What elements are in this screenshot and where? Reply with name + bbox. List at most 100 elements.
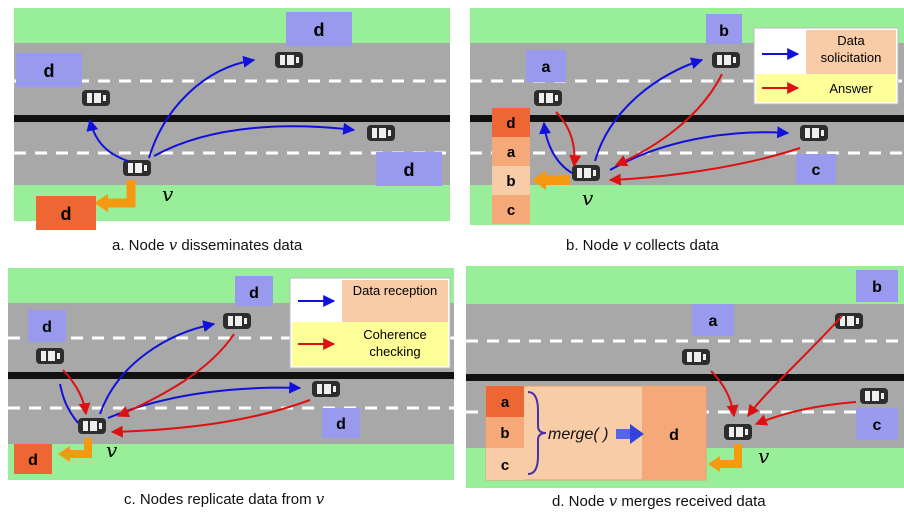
- data-box-label: b: [719, 23, 729, 40]
- stack-label: c: [507, 202, 515, 219]
- blue-arrow: [86, 118, 129, 162]
- red-arrow: [710, 370, 739, 418]
- panel-d: a b c a b c merge( ) d v: [466, 266, 904, 488]
- panel-a-diagram: d d d d v: [14, 8, 450, 230]
- data-box: [286, 12, 352, 46]
- data-box-label: d: [44, 61, 55, 81]
- data-box: [235, 276, 273, 306]
- blue-arrow: [594, 57, 704, 162]
- data-box-a: [526, 50, 566, 82]
- stack-cell: [486, 386, 524, 417]
- panel-c-diagram: d d d d v: [8, 268, 454, 480]
- stack-label: d: [506, 115, 515, 132]
- stack-label: a: [501, 394, 510, 411]
- car-icon: [223, 313, 251, 329]
- grass-bottom: [470, 185, 904, 225]
- panel-a: d d d d v: [14, 8, 450, 233]
- merge-label: merge( ): [548, 426, 608, 443]
- red-arrow: [614, 73, 723, 167]
- orange-arrowhead: [58, 446, 70, 462]
- car-icon: [275, 52, 303, 68]
- car-node-v-icon: [572, 165, 600, 181]
- stack-cell: [492, 108, 530, 137]
- car-icon: [835, 313, 863, 329]
- legend-text-1: Data solicitation: [820, 33, 882, 65]
- data-box-c: [856, 408, 898, 440]
- stack-cell: [486, 417, 524, 448]
- orange-store-arrow: [108, 180, 136, 208]
- car-node-v-icon: [123, 160, 151, 176]
- node-v-label: v: [106, 438, 118, 462]
- median: [8, 372, 454, 379]
- orange-store-arrow: [720, 444, 742, 468]
- grass-top: [466, 266, 904, 304]
- data-box-label: d: [249, 285, 259, 302]
- stack-cell: [492, 166, 530, 195]
- data-box: [16, 53, 82, 87]
- legend-text-2: Coherence checking: [363, 327, 427, 359]
- data-box-label: d: [336, 416, 346, 433]
- node-v-label: v: [582, 186, 594, 210]
- stack-label: a: [507, 144, 516, 161]
- data-box-b: [706, 14, 742, 44]
- panel-c: d d d d v Data reception Coherence check…: [8, 268, 454, 480]
- panel-d-diagram: a b c a b c merge( ) d v: [466, 266, 904, 488]
- caption-c: c. Nodes replicate data from v: [124, 490, 325, 508]
- red-arrow: [608, 147, 801, 186]
- data-box-c: [796, 154, 836, 184]
- stack-label: b: [506, 173, 515, 190]
- car-icon: [312, 381, 340, 397]
- car-icon: [712, 52, 740, 68]
- node-v-label: v: [758, 444, 770, 468]
- data-box-label: d: [42, 319, 52, 336]
- merge-result-label: d: [669, 427, 679, 444]
- caption-d: d. Node v merges received data: [552, 492, 766, 510]
- orange-store-arrow: [70, 438, 92, 458]
- red-arrow: [747, 315, 843, 417]
- data-box: [28, 310, 66, 342]
- stored-data-label: d: [28, 452, 38, 469]
- caption-b: b. Node v collects data: [566, 236, 719, 254]
- stack-cell: [492, 195, 530, 224]
- blue-arrow: [148, 55, 256, 159]
- stored-data-box: [14, 444, 52, 474]
- data-box-label: d: [314, 20, 325, 40]
- data-box: [376, 152, 442, 186]
- panel-b: b a c d a b c v Data solicitation Answer: [470, 8, 904, 233]
- data-box-label: c: [873, 417, 882, 434]
- grass-top: [14, 8, 450, 43]
- car-icon: [800, 125, 828, 141]
- blue-arrow: [539, 121, 573, 174]
- stack-label: c: [501, 457, 509, 474]
- blue-arrow: [99, 320, 216, 415]
- orange-arrowhead: [94, 194, 108, 212]
- median: [14, 115, 450, 122]
- car-icon: [36, 348, 64, 364]
- legend-bg: [342, 280, 448, 322]
- legend-text-1: Data reception: [352, 283, 438, 298]
- blue-arrow-short: [59, 383, 79, 424]
- data-box-b: [856, 270, 898, 302]
- red-arrow: [116, 333, 235, 418]
- car-node-v-icon: [78, 418, 106, 434]
- stack-cell: [492, 137, 530, 166]
- panel-b-diagram: b a c d a b c v: [470, 8, 904, 225]
- car-icon: [534, 90, 562, 106]
- data-box: [322, 408, 360, 438]
- data-box-label: b: [872, 279, 882, 296]
- data-box-a: [692, 304, 734, 336]
- node-v-label: v: [162, 182, 174, 206]
- red-arrow: [754, 401, 857, 426]
- stack-cell: [486, 448, 524, 480]
- merge-arrow-head: [630, 424, 644, 444]
- blue-arrow: [153, 122, 356, 157]
- merge-arrow-body: [616, 429, 632, 439]
- data-box-label: a: [709, 313, 718, 330]
- car-icon: [682, 349, 710, 365]
- car-icon: [367, 125, 395, 141]
- grass-bottom: [8, 444, 454, 480]
- orange-arrowhead: [532, 170, 546, 190]
- red-arrow: [62, 369, 91, 416]
- car-icon: [82, 90, 110, 106]
- stack-label: b: [500, 425, 509, 442]
